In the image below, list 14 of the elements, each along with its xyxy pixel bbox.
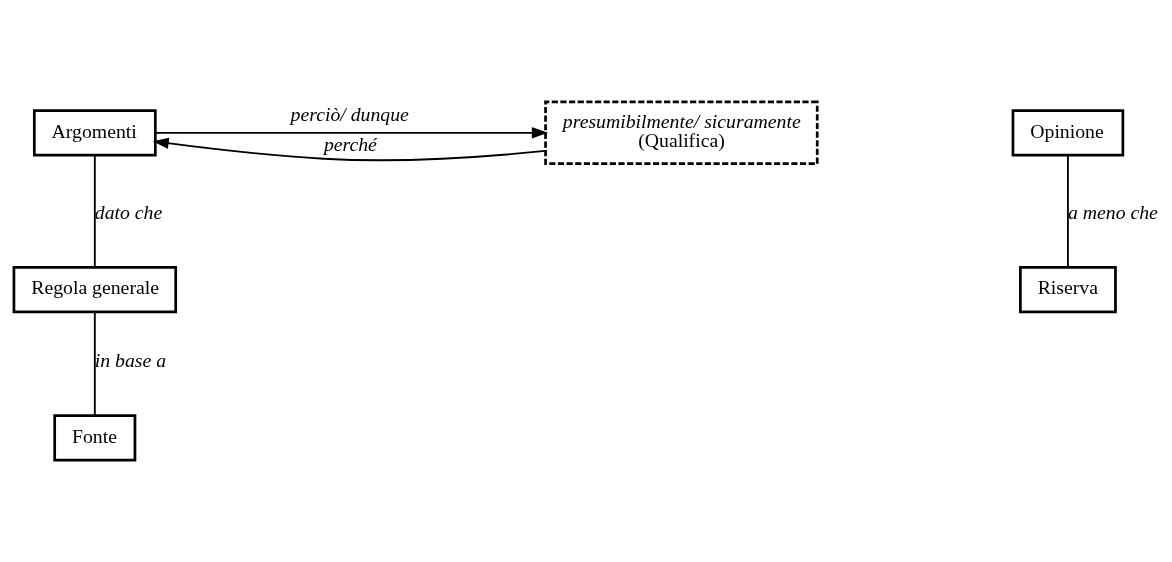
connector	[93, 154, 96, 268]
edge-label: perciò/ dunque	[290, 103, 409, 126]
node-box: Opinione	[1011, 109, 1125, 157]
node-box: Regola generale	[12, 266, 178, 314]
node-box: Argomenti	[32, 109, 157, 157]
edge-label: in base a	[94, 349, 167, 372]
arrow	[154, 127, 548, 139]
edge-label: perché	[323, 133, 377, 156]
connector	[1067, 154, 1069, 268]
node-box: presumibilmente/ sicuramente (Qualifica)	[544, 100, 819, 166]
connector	[93, 311, 96, 417]
node-box: Riserva	[1019, 266, 1117, 314]
arrow	[152, 137, 547, 162]
node-box: Fonte	[53, 414, 137, 462]
